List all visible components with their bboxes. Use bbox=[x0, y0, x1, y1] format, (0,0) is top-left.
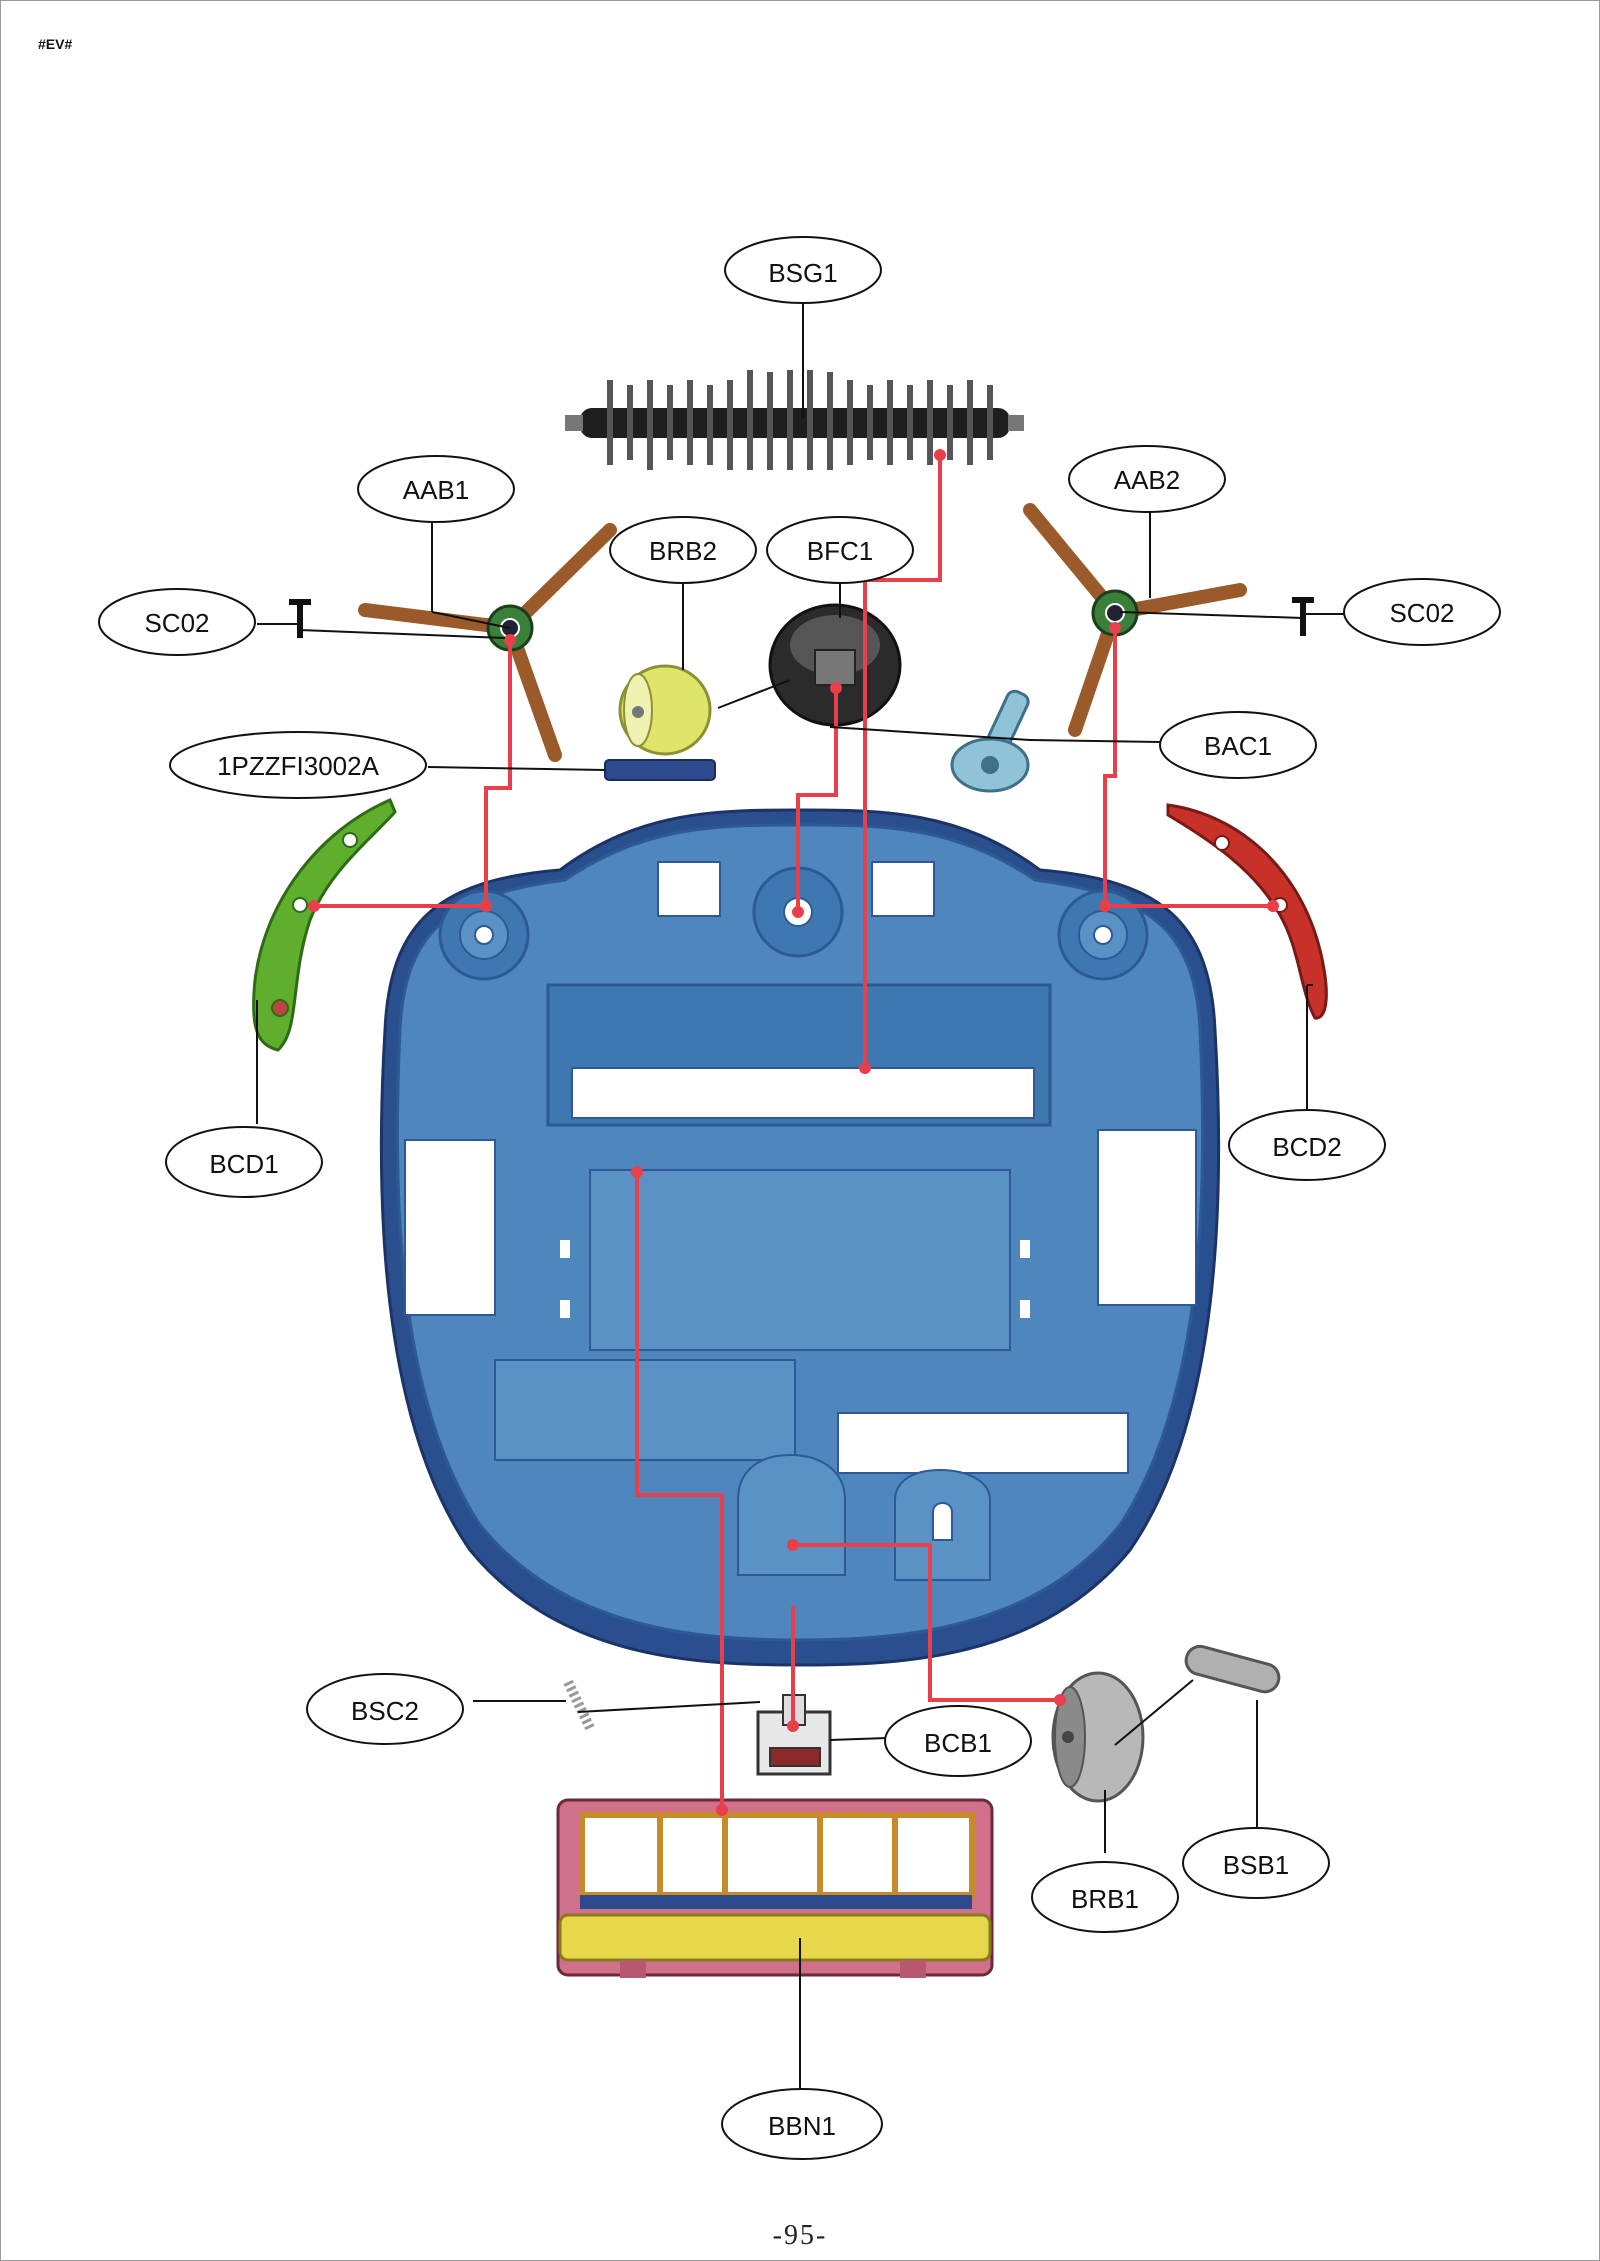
callout-leader-lines bbox=[256, 300, 1344, 2092]
callout-1pzzfi3002a: 1PZZFI3002A bbox=[169, 731, 427, 799]
callout-bfc1: BFC1 bbox=[766, 516, 914, 584]
callout-aab1: AAB1 bbox=[357, 455, 515, 523]
callout-label: BBN1 bbox=[768, 2111, 836, 2141]
callout-label: AAB1 bbox=[403, 475, 470, 505]
callout-brb2: BRB2 bbox=[609, 516, 757, 584]
callout-aab2: AAB2 bbox=[1068, 445, 1226, 513]
callout-label: BRB1 bbox=[1071, 1884, 1139, 1914]
callout-bac1: BAC1 bbox=[1159, 711, 1317, 779]
callout-label: SC02 bbox=[144, 608, 209, 638]
callout-label: BCB1 bbox=[924, 1728, 992, 1758]
document-code: #EV# bbox=[38, 36, 73, 52]
main-brush-part bbox=[565, 370, 1024, 470]
callout-bbn1: BBN1 bbox=[721, 2088, 883, 2160]
callout-label: BCD1 bbox=[209, 1149, 278, 1179]
robot-body bbox=[379, 808, 1221, 1667]
front-castor-part bbox=[768, 603, 902, 727]
callout-bsb1: BSB1 bbox=[1182, 1827, 1330, 1899]
callout-label: BRB2 bbox=[649, 536, 717, 566]
callout-label: SC02 bbox=[1389, 598, 1454, 628]
rear-wheel-part bbox=[1051, 1671, 1145, 1803]
callout-label: BFC1 bbox=[807, 536, 873, 566]
callout-label: BCD2 bbox=[1272, 1132, 1341, 1162]
filter-box-part bbox=[556, 1798, 994, 1978]
callout-label: BSG1 bbox=[768, 258, 837, 288]
axle-connector-part bbox=[950, 689, 1030, 793]
right-side-brush-part bbox=[1023, 503, 1247, 737]
small-roller-part bbox=[618, 664, 712, 756]
left-screw-part bbox=[289, 599, 311, 638]
spring-part bbox=[563, 1679, 595, 1731]
callout-bcb1: BCB1 bbox=[884, 1705, 1032, 1777]
callout-bsc2: BSC2 bbox=[306, 1673, 464, 1745]
assembly-leader-lines bbox=[314, 455, 1273, 1810]
callout-label: BAC1 bbox=[1204, 731, 1272, 761]
left-side-brush-part bbox=[358, 523, 617, 762]
callout-brb1: BRB1 bbox=[1031, 1861, 1179, 1933]
callout-label: BSB1 bbox=[1223, 1850, 1290, 1880]
filter-pad-part bbox=[604, 759, 716, 781]
page-number: -95- bbox=[772, 2220, 828, 2251]
callout-bcd2: BCD2 bbox=[1228, 1109, 1386, 1181]
assembly-leader-endpoints bbox=[308, 449, 1279, 1816]
callout-sc02-left: SC02 bbox=[98, 588, 256, 656]
callout-sc02-right: SC02 bbox=[1343, 578, 1501, 646]
callout-bcd1: BCD1 bbox=[165, 1126, 323, 1198]
wheel-axle-part bbox=[1184, 1644, 1281, 1694]
callout-label: BSC2 bbox=[351, 1696, 419, 1726]
callout-bsg1: BSG1 bbox=[724, 236, 882, 304]
callout-label: 1PZZFI3002A bbox=[217, 751, 380, 781]
callout-label: AAB2 bbox=[1114, 465, 1181, 495]
left-bumper-part bbox=[252, 798, 397, 1052]
